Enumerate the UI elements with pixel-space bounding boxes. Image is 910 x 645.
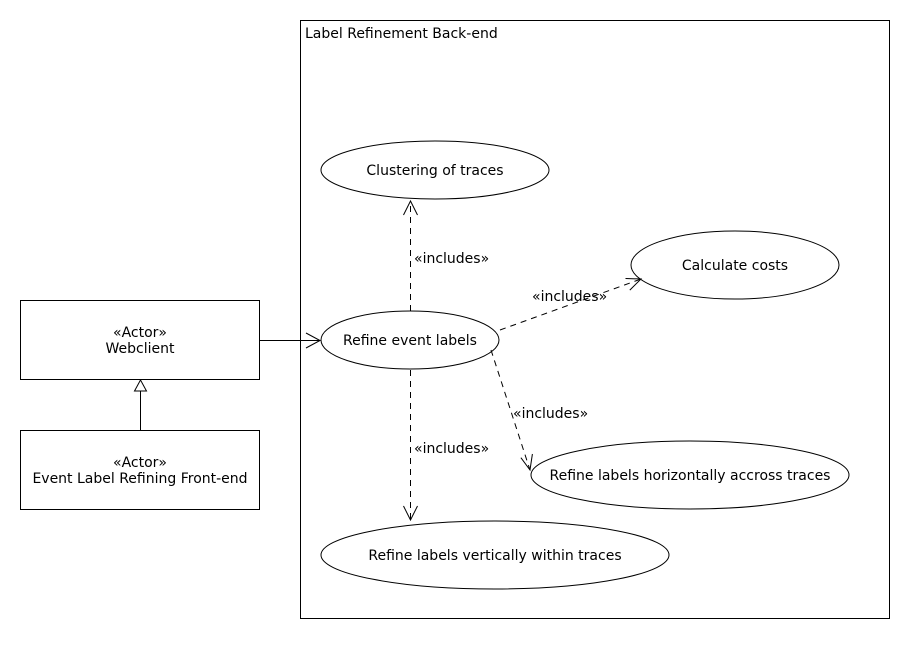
actor-frontend-name: Event Label Refining Front-end bbox=[32, 471, 247, 487]
include-costs-label: «includes» bbox=[532, 289, 607, 305]
usecase-refine-vertical-label: Refine labels vertically within traces bbox=[368, 548, 621, 564]
usecase-refine-horizontal: Refine labels horizontally accross trace… bbox=[530, 440, 850, 510]
usecase-clustering: Clustering of traces bbox=[320, 140, 550, 200]
actor-webclient: «Actor» Webclient bbox=[20, 300, 260, 380]
usecase-calculate-costs: Calculate costs bbox=[630, 230, 840, 300]
include-clustering-label: «includes» bbox=[414, 251, 489, 267]
actor-frontend: «Actor» Event Label Refining Front-end bbox=[20, 430, 260, 510]
actor-webclient-name: Webclient bbox=[106, 341, 175, 357]
include-clustering-arrow: «includes» bbox=[403, 199, 489, 311]
actor-frontend-stereotype: «Actor» bbox=[113, 455, 167, 471]
usecase-refine-vertical: Refine labels vertically within traces bbox=[320, 520, 670, 590]
generalization-arrow bbox=[133, 378, 148, 430]
actor-webclient-stereotype: «Actor» bbox=[113, 325, 167, 341]
association-arrow bbox=[260, 332, 322, 349]
include-horizontal-arrow: «includes» bbox=[490, 349, 588, 472]
system-title: Label Refinement Back-end bbox=[305, 26, 498, 42]
include-costs-arrow: «includes» bbox=[499, 278, 643, 331]
include-vertical-arrow: «includes» bbox=[403, 370, 489, 522]
include-horizontal-label: «includes» bbox=[513, 406, 588, 422]
usecase-refine-horizontal-label: Refine labels horizontally accross trace… bbox=[550, 468, 831, 484]
usecase-calculate-costs-label: Calculate costs bbox=[682, 258, 788, 274]
include-vertical-label: «includes» bbox=[414, 441, 489, 457]
usecase-refine-event-labels-label: Refine event labels bbox=[343, 333, 477, 349]
usecase-clustering-label: Clustering of traces bbox=[366, 163, 503, 179]
usecase-refine-event-labels: Refine event labels bbox=[320, 310, 500, 370]
